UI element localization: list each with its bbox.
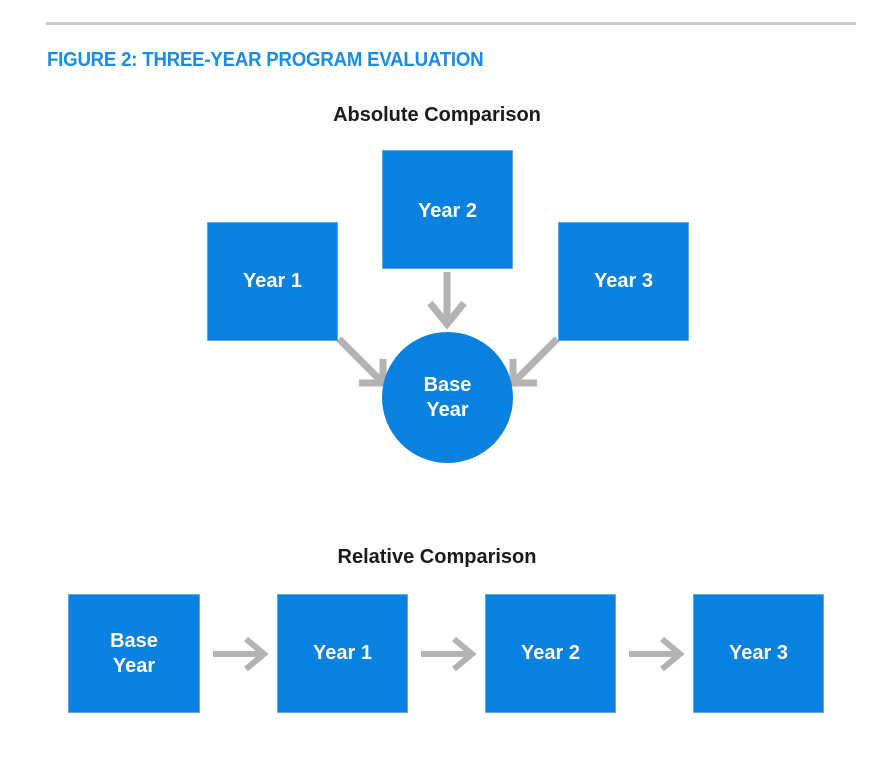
relative-node-year2: Year 2 xyxy=(485,594,616,713)
absolute-comparison-heading: Absolute Comparison xyxy=(333,104,541,126)
arrow-year2-to-base-head xyxy=(427,300,467,330)
relative-node-year3: Year 3 xyxy=(693,594,824,713)
absolute-node-year3: Year 3 xyxy=(558,222,689,341)
figure-title: FIGURE 2: THREE-YEAR PROGRAM EVALUATION xyxy=(47,49,484,71)
relative-node-base-year: Base Year xyxy=(68,594,200,713)
absolute-node-year2: Year 2 xyxy=(382,150,513,269)
arrow-year1-to-base-shaft xyxy=(336,336,384,384)
absolute-node-year1: Year 1 xyxy=(207,222,338,341)
arrow-year1-to-year2-head xyxy=(452,636,477,672)
arrow-year2-to-year3-head xyxy=(660,636,685,672)
relative-comparison-heading: Relative Comparison xyxy=(337,546,537,568)
absolute-node-base-year: Base Year xyxy=(382,332,513,463)
relative-node-year1: Year 1 xyxy=(277,594,408,713)
arrow-base-to-year1-head xyxy=(244,636,269,672)
header-divider xyxy=(46,22,856,25)
arrow-year1-to-base-head xyxy=(359,359,387,387)
arrow-year3-to-base-shaft xyxy=(512,336,560,384)
arrow-year3-to-base-head xyxy=(509,359,537,387)
